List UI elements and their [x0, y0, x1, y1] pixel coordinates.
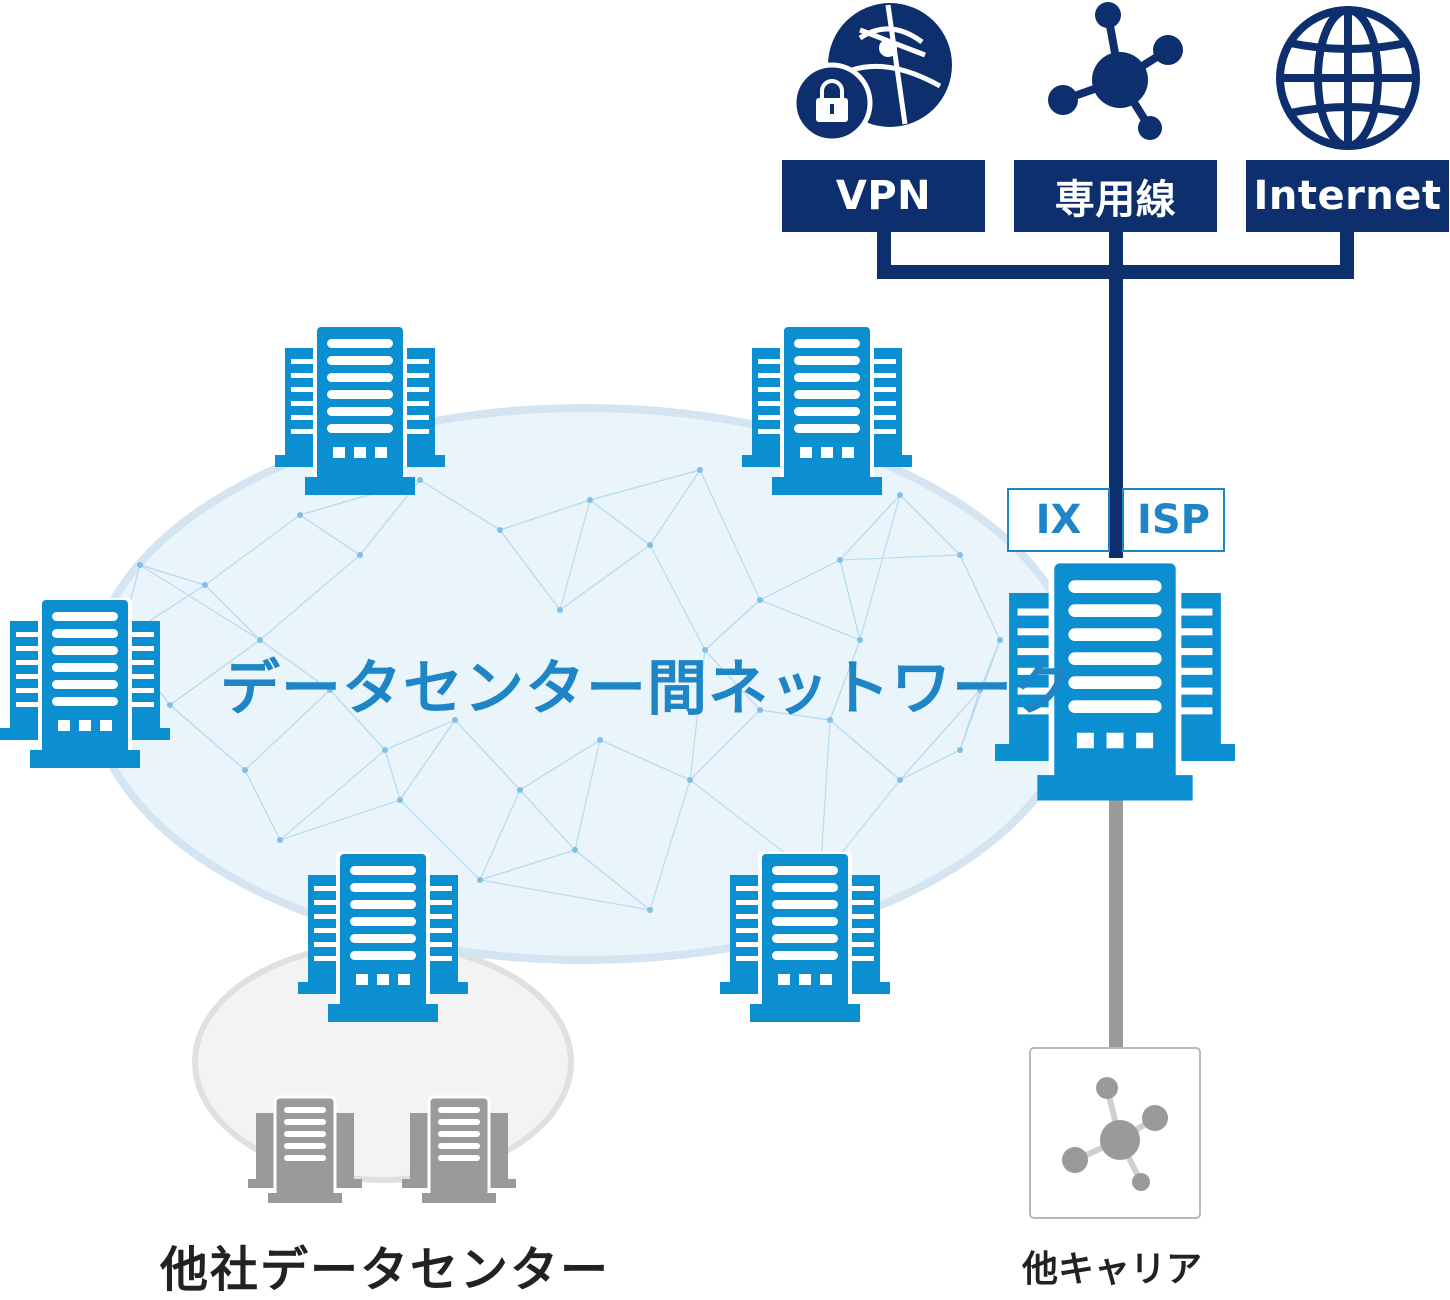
upstream-connectors	[877, 228, 1354, 560]
datacenter-building-gray-icon	[248, 1095, 362, 1203]
datacenter-building-icon	[720, 852, 890, 1022]
leased-line-label: 専用線	[1014, 160, 1217, 232]
secure-globe-icon	[791, 3, 952, 144]
network-title: データセンター間ネットワーク	[220, 654, 1074, 724]
other-carriers-label: 他キャリア	[1022, 1249, 1203, 1290]
isp-tag: ISP	[1122, 488, 1225, 552]
ix-tag: IX	[1007, 488, 1110, 552]
other-datacenters-label: 他社データセンター	[160, 1242, 611, 1298]
vpn-label: VPN	[782, 160, 985, 232]
datacenter-building-gray-icon	[402, 1095, 516, 1203]
globe-icon	[1276, 6, 1420, 150]
internet-label: Internet	[1246, 160, 1449, 232]
network-hub-icon	[1048, 2, 1183, 140]
network-mesh	[117, 467, 1003, 913]
carrier-hub-icon	[1029, 1047, 1201, 1219]
